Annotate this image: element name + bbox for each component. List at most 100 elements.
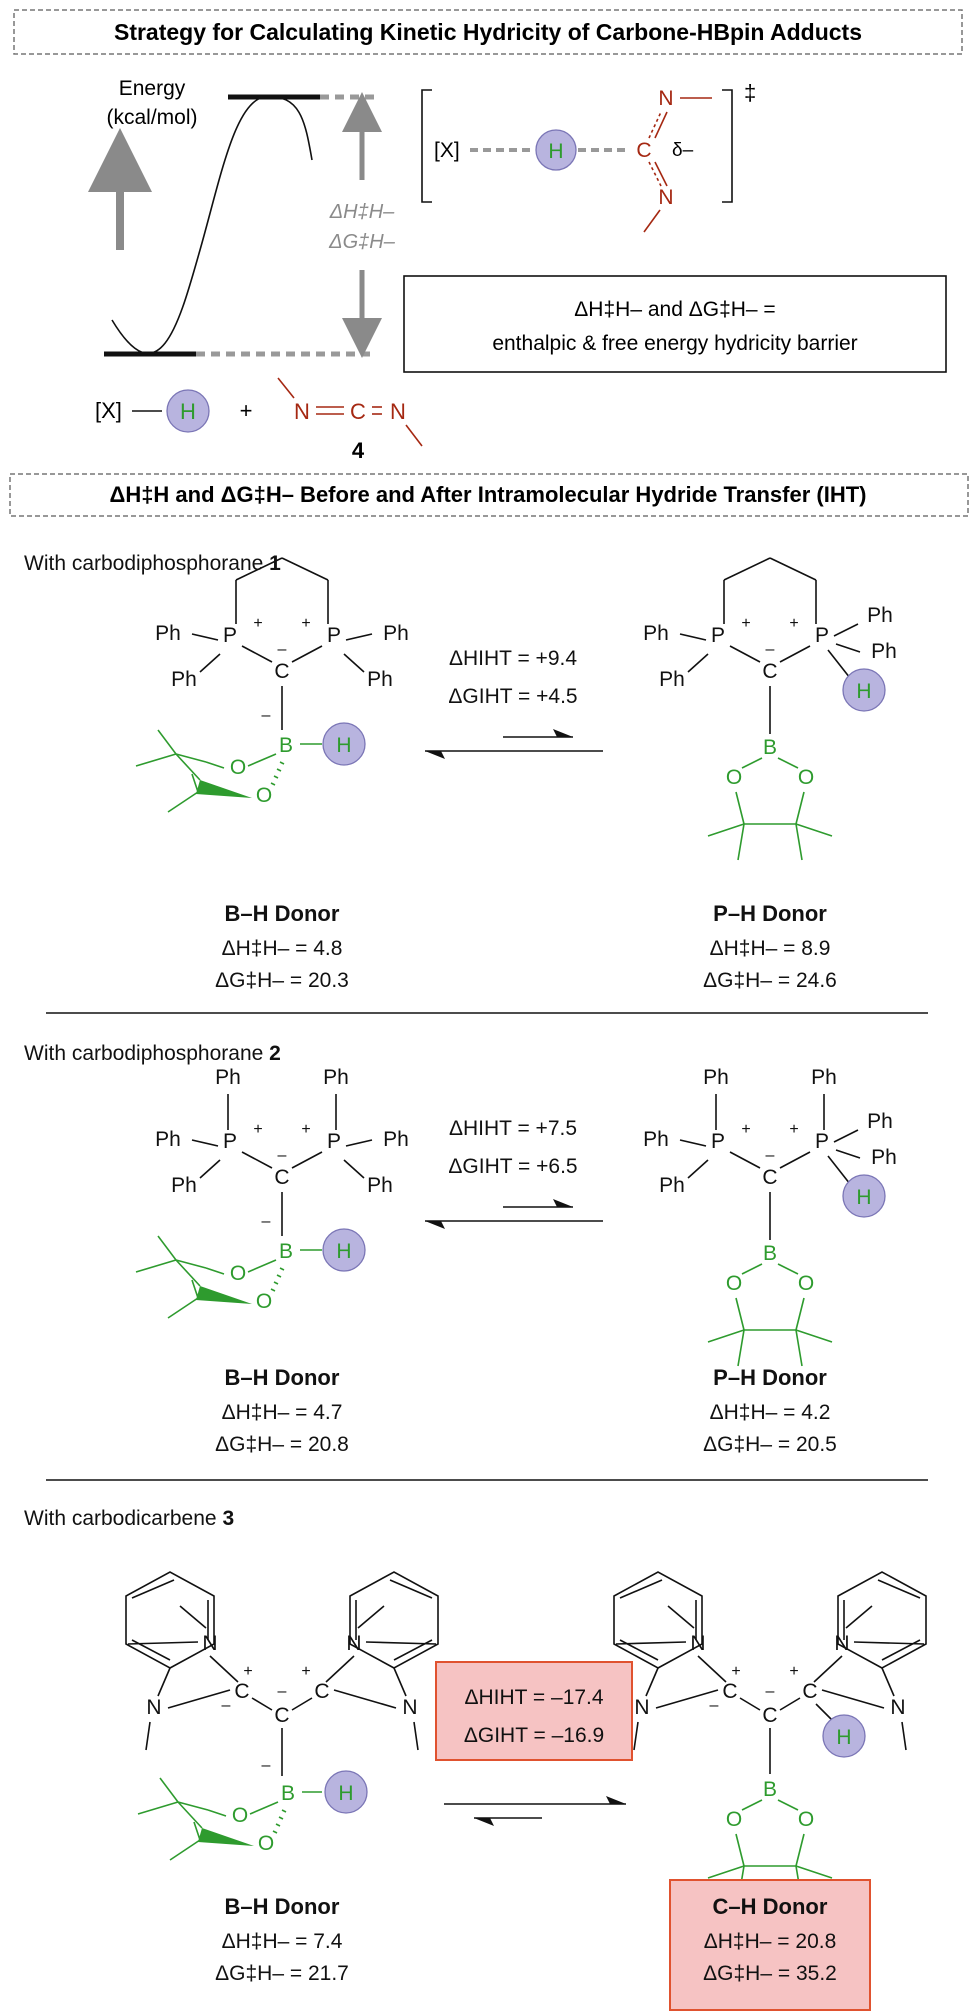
panel-heading-number: 1 <box>269 552 281 575</box>
wedge-bond <box>196 780 252 798</box>
left-enthalpy: ΔH‡H– = 4.7 <box>222 1401 343 1424</box>
oxygen-label: O <box>258 1832 274 1855</box>
nitrogen-label: N <box>834 1632 849 1655</box>
bond <box>345 633 373 641</box>
iht-enthalpy: ΔHIHT = +7.5 <box>449 1117 577 1140</box>
right-title: C–H Donor <box>713 1894 828 1919</box>
benzene-ring <box>125 1571 215 1669</box>
bpin-bond <box>741 757 763 769</box>
phosphorus-label: P <box>223 624 237 647</box>
phenyl-label: Ph <box>703 1066 729 1089</box>
bond <box>729 1151 761 1169</box>
bond <box>815 1703 833 1721</box>
methyl-bond <box>135 753 177 767</box>
phosphorus-label: P <box>223 1130 237 1153</box>
bond <box>779 1697 801 1711</box>
bond <box>779 645 811 663</box>
carbon-label: C <box>722 1680 737 1703</box>
phenyl-label: Ph <box>367 1174 393 1197</box>
bond <box>345 1139 373 1147</box>
bond <box>199 1159 221 1179</box>
hash-bond <box>270 1288 276 1292</box>
hash-bond <box>273 1281 279 1285</box>
panel-heading: With carbodicarbene 3 <box>24 1507 234 1530</box>
carbon-label: C <box>314 1680 329 1703</box>
charge: + <box>301 1663 310 1680</box>
bond <box>365 1641 437 1645</box>
left-enthalpy: ΔH‡H– = 4.8 <box>222 937 343 960</box>
bpin-bond <box>795 1297 805 1331</box>
carbon-label: C <box>274 660 289 683</box>
bond <box>325 1655 355 1683</box>
methyl-bond <box>707 823 745 837</box>
ts-bond <box>648 111 662 139</box>
phenyl-label: Ph <box>367 668 393 691</box>
methyl-bond <box>179 1605 207 1629</box>
bpin-bond <box>741 1799 763 1811</box>
methyl-bond <box>167 1297 199 1319</box>
bond <box>679 633 707 641</box>
methyl-bond <box>167 791 199 813</box>
ts-bond <box>643 209 661 233</box>
bond <box>833 623 859 637</box>
carbodiimide-C: C <box>350 399 366 424</box>
bond <box>251 1697 273 1711</box>
methyl-bond <box>169 1839 201 1861</box>
methyl-bond <box>413 1721 419 1751</box>
bpin-bond <box>177 1801 203 1829</box>
ts-dagger: ‡ <box>744 80 756 105</box>
bpin-bond <box>777 1799 799 1811</box>
charge: – <box>278 1147 287 1164</box>
left-title: B–H Donor <box>225 1365 340 1390</box>
bond <box>645 1667 659 1697</box>
bpin-bond <box>247 753 277 767</box>
page-title: Strategy for Calculating Kinetic Hydrici… <box>114 19 862 45</box>
bond <box>241 1151 273 1169</box>
ts-hydride-circle <box>535 129 577 171</box>
methyl-bond <box>795 823 833 837</box>
right-title: P–H Donor <box>713 1365 827 1390</box>
methyl-bond <box>795 1329 803 1367</box>
methyl-bond <box>707 1865 745 1879</box>
bond <box>615 1641 687 1645</box>
charge: – <box>766 1147 775 1164</box>
bpin-bond <box>735 1833 745 1867</box>
boron-label: B <box>279 734 293 757</box>
bond <box>827 1155 851 1185</box>
methyl-bond <box>667 1605 695 1629</box>
methyl-bond <box>157 1235 177 1261</box>
phenyl-label: Ph <box>383 622 409 645</box>
charge: + <box>789 615 798 632</box>
ts-bond <box>654 161 668 187</box>
bond <box>235 557 283 581</box>
bpin-bond <box>175 1259 201 1287</box>
boron-label: B <box>763 1242 777 1265</box>
bpin-bond <box>735 791 745 825</box>
compound-number: 4 <box>352 438 365 463</box>
oxygen-label: O <box>726 766 742 789</box>
bond <box>127 1641 199 1645</box>
charge: + <box>243 1663 252 1680</box>
bond <box>393 1667 407 1697</box>
bpin-bond <box>777 1263 799 1275</box>
aromatic-bond <box>131 1579 175 1599</box>
charge: + <box>731 1663 740 1680</box>
charge: + <box>789 1121 798 1138</box>
aromatic-bond <box>877 1579 921 1599</box>
bond <box>779 1151 811 1169</box>
definition-line1: ΔH‡H– and ΔG‡H– = <box>574 298 775 321</box>
left-enthalpy: ΔH‡H– = 7.4 <box>222 1930 343 1953</box>
carbon-label: C <box>274 1166 289 1189</box>
left-free-energy: ΔG‡H– = 20.3 <box>215 969 349 992</box>
ts-bracket-right <box>722 89 733 203</box>
arrow-head <box>606 1796 626 1804</box>
carbon-label: C <box>762 1704 777 1727</box>
charge: – <box>766 641 775 658</box>
wedge-bond <box>198 1828 254 1846</box>
bond <box>835 1149 861 1159</box>
bond <box>827 649 851 679</box>
bond <box>241 645 273 663</box>
methyl-bond <box>191 1279 199 1299</box>
